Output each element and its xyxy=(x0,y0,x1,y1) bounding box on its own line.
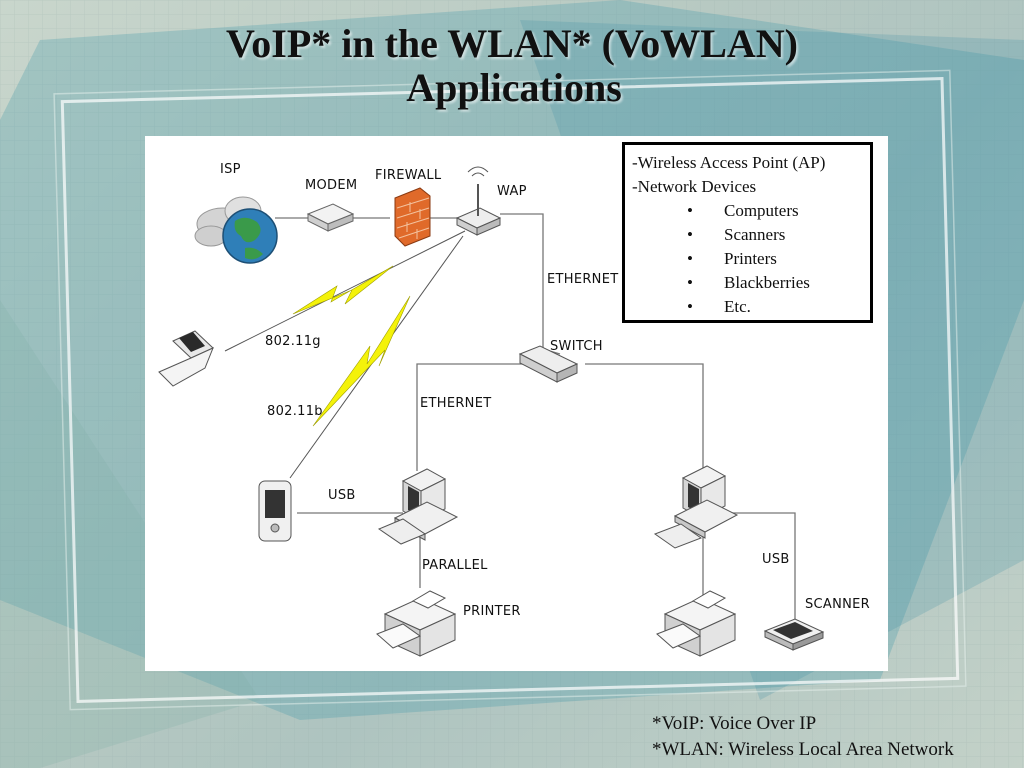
title-line-2: Applications xyxy=(406,65,622,110)
legend-item: •Etc. xyxy=(687,297,751,316)
wireless-lines xyxy=(224,230,466,479)
label-usb-pda: USB xyxy=(328,488,356,503)
label-802-11g: 802.11g xyxy=(265,334,321,349)
legend-item: •Blackberries xyxy=(687,273,810,292)
footnote-voip: *VoIP: Voice Over IP xyxy=(652,713,817,734)
pda-icon xyxy=(258,480,292,542)
title-line-1: VoIP* in the WLAN* (VoWLAN) xyxy=(226,21,798,66)
label-scanner: SCANNER xyxy=(805,597,871,612)
modem-icon xyxy=(306,203,355,232)
cloud-globe-icon xyxy=(194,196,278,264)
printer-icon xyxy=(656,590,737,657)
network-diagram: ISP MODEM FIREWALL WAP ETHERNET SWITCH E… xyxy=(145,136,888,671)
label-802-11b: 802.11b xyxy=(267,404,323,419)
legend-item: •Computers xyxy=(687,201,799,220)
legend-line-devices: -Network Devices xyxy=(632,177,757,196)
label-wap: WAP xyxy=(497,184,527,199)
label-isp: ISP xyxy=(220,162,241,177)
slide-title: VoIP* in the WLAN* (VoWLAN) Applications xyxy=(0,22,1024,110)
label-ethernet-pc: ETHERNET xyxy=(420,396,492,411)
label-parallel: PARALLEL xyxy=(422,558,488,573)
legend-item: •Scanners xyxy=(687,225,786,244)
laptop-icon xyxy=(158,330,214,387)
switch-icon xyxy=(518,345,579,383)
printer-icon xyxy=(376,590,457,657)
firewall-icon xyxy=(394,187,431,247)
legend-item: •Printers xyxy=(687,249,777,268)
keyboard-icon xyxy=(653,523,703,549)
lightning-802-11b xyxy=(312,295,411,427)
wireless-access-point-icon xyxy=(455,166,502,236)
label-switch: SWITCH xyxy=(550,339,603,354)
label-usb-scanner: USB xyxy=(762,552,790,567)
legend-line-ap: -Wireless Access Point (AP) xyxy=(632,153,826,172)
legend-box: -Wireless Access Point (AP) -Network Dev… xyxy=(622,142,873,323)
footnotes: *VoIP: Voice Over IP *WLAN: Wireless Loc… xyxy=(652,711,954,763)
lightning-802-11g xyxy=(292,265,394,315)
label-printer: PRINTER xyxy=(463,604,521,619)
keyboard-icon xyxy=(377,518,427,545)
scanner-icon xyxy=(763,618,825,651)
label-ethernet-uplink: ETHERNET xyxy=(547,272,619,287)
desktop-computer-icon xyxy=(673,465,739,539)
label-firewall: FIREWALL xyxy=(375,168,442,183)
diagram-drawing xyxy=(158,166,825,657)
footnote-wlan: *WLAN: Wireless Local Area Network xyxy=(652,739,954,760)
label-modem: MODEM xyxy=(305,178,358,193)
